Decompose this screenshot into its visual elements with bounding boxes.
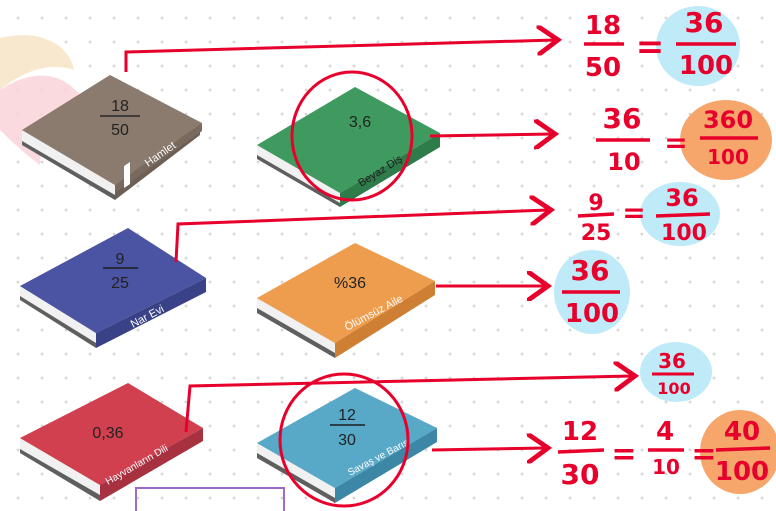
arrow-hayvanlarin-dili (184, 376, 632, 433)
book-savas-ve-baris-denominator: 30 (338, 432, 356, 449)
arrow-hamlet (124, 40, 555, 72)
note-beyaz-dis-rhs-den: 100 (707, 145, 749, 169)
note-nar-evi-equals: = (622, 196, 645, 229)
arrow-savas-ve-baris (431, 448, 545, 450)
note-olumsuz-aile-num: 36 (571, 254, 610, 287)
note-nar-evi-rhs-den: 100 (661, 221, 707, 246)
note-nar-evi: 9 25 = 36 100 (577, 182, 720, 246)
note-hamlet: 18 50 = 36 100 (584, 6, 740, 86)
note-savas-ve-baris: 12 30 = 4 10 = 40 100 (557, 410, 776, 494)
note-olumsuz-aile: 36 100 (554, 250, 630, 334)
red-circle-beyaz-dis (290, 70, 414, 202)
note-hamlet-equals: = (636, 27, 665, 67)
note-savas-ve-baris-b-den: 10 (652, 455, 680, 479)
note-hamlet-rhs-den: 100 (679, 51, 733, 81)
arrow-beyaz-dis (429, 134, 552, 136)
note-beyaz-dis-lhs-num: 36 (603, 102, 642, 135)
book-hamlet-denominator: 50 (111, 122, 129, 139)
note-nar-evi-rhs-num: 36 (665, 184, 698, 212)
note-beyaz-dis-equals: = (664, 126, 687, 159)
note-savas-ve-baris-equals-2: = (691, 437, 716, 472)
note-savas-ve-baris-a-num: 12 (562, 417, 598, 447)
note-hamlet-lhs-den: 50 (585, 53, 621, 83)
note-nar-evi-lhs-den: 25 (581, 221, 612, 246)
note-hamlet-lhs-num: 18 (585, 11, 621, 41)
arrow-nar-evi (174, 210, 548, 263)
note-savas-ve-baris-c-den: 100 (715, 457, 769, 487)
book-nar-evi: 9 25 Nar Evi (20, 228, 206, 348)
book-savas-ve-baris: 12 30 Savaş ve Barış (257, 388, 437, 503)
book-olumsuz-aile-value: %36 (334, 275, 366, 292)
note-hamlet-rhs-num: 36 (685, 6, 724, 39)
note-beyaz-dis-rhs-num: 360 (703, 106, 753, 134)
note-beyaz-dis-lhs-den: 10 (607, 148, 640, 176)
book-hayvanlarin-dili-value: 0,36 (92, 425, 123, 442)
note-savas-ve-baris-b-num: 4 (656, 417, 674, 447)
book-nar-evi-numerator: 9 (116, 251, 125, 268)
book-savas-ve-baris-numerator: 12 (338, 407, 356, 424)
purple-outline-box (135, 487, 285, 511)
book-hayvanlarin-dili: 0,36 Hayvanların Dili (20, 383, 203, 501)
note-olumsuz-aile-den: 100 (565, 299, 619, 329)
note-savas-ve-baris-c-num: 40 (724, 417, 760, 447)
note-savas-ve-baris-highlight (700, 410, 776, 494)
book-hamlet: 18 50 Hamlet (22, 75, 202, 200)
book-beyaz-dis-value: 3,6 (349, 114, 371, 131)
note-hayvanlarin-dili: 36 100 (640, 342, 712, 402)
note-savas-ve-baris-a-den: 30 (561, 458, 600, 491)
note-beyaz-dis-highlight (680, 100, 772, 180)
note-hayvanlarin-dili-highlight (640, 342, 712, 402)
note-hayvanlarin-dili-den: 100 (657, 379, 690, 398)
book-nar-evi-denominator: 25 (111, 275, 129, 292)
note-hamlet-highlight (656, 6, 740, 86)
note-beyaz-dis: 36 10 = 360 100 (596, 100, 772, 180)
note-hayvanlarin-dili-num: 36 (658, 349, 686, 373)
note-savas-ve-baris-equals-1: = (611, 437, 636, 472)
note-nar-evi-lhs-num: 9 (588, 191, 603, 216)
red-circle-savas-ve-baris (278, 372, 410, 508)
book-hamlet-numerator: 18 (111, 98, 129, 115)
book-olumsuz-aile: %36 Ölümsüz Aile (257, 243, 435, 358)
